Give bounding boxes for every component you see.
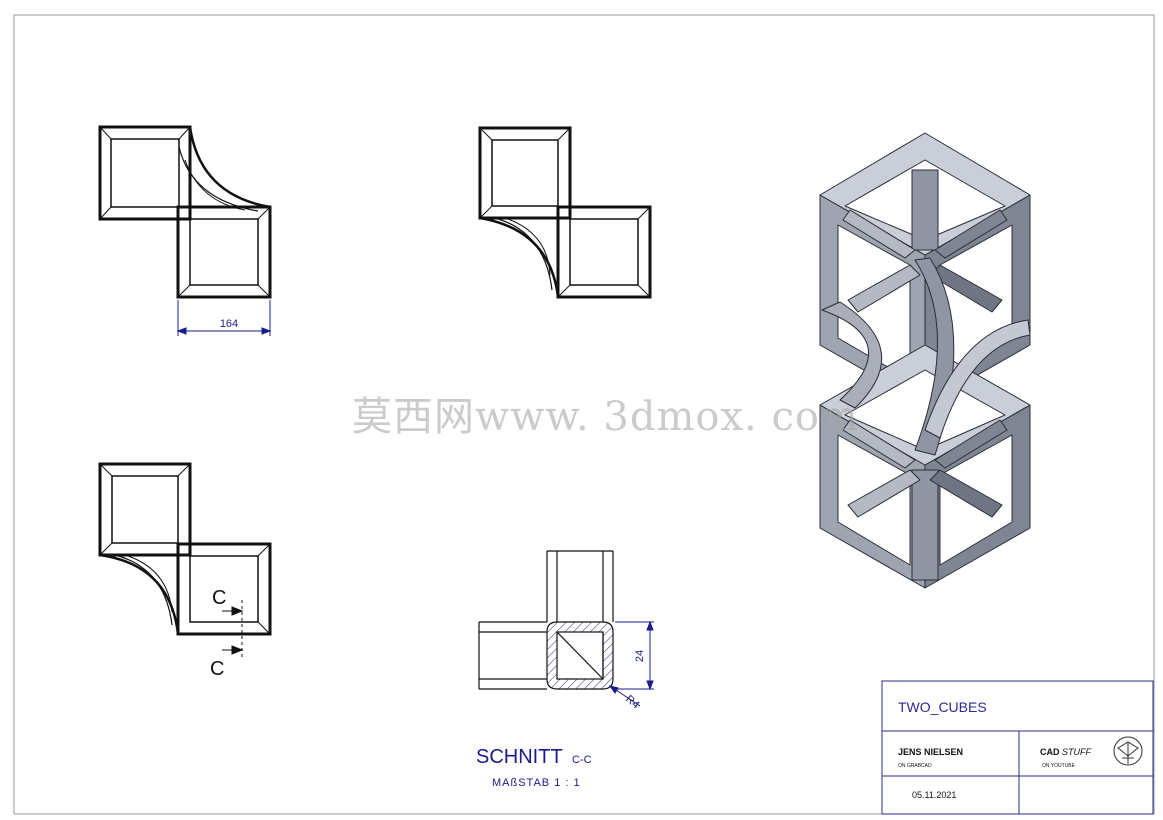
- view-top-middle: [478, 126, 652, 299]
- part-name: TWO_CUBES: [898, 699, 987, 715]
- lower-square-frame: [176, 205, 272, 299]
- author-sub: ON GRABCAD: [898, 763, 932, 769]
- watermark-text: 莫西网www. 3dmox. com: [352, 394, 859, 440]
- curved-connector-left: [821, 301, 883, 409]
- isometric-view: [819, 132, 1031, 589]
- section-title: SCHNITT: [476, 746, 563, 768]
- curved-connector: [479, 216, 560, 298]
- dimension-width-label: 164: [220, 318, 238, 330]
- section-marker-bottom: C: [210, 658, 224, 680]
- title-block: [881, 680, 1154, 815]
- lower-square-frame: [556, 205, 652, 299]
- sheet-border: [13, 14, 1155, 815]
- vertical-bar: [546, 550, 614, 622]
- dimension-164: [176, 300, 272, 336]
- dimension-24: [608, 620, 654, 707]
- upper-square-frame: [98, 125, 192, 221]
- hatched-cross-section: [546, 621, 614, 690]
- section-radius-label: R4: [623, 693, 641, 711]
- brand-main: CAD: [1040, 747, 1060, 757]
- section-line-c: [222, 600, 244, 660]
- drawing-date: 05.11.2021: [912, 790, 956, 800]
- section-dimension-label: 24: [634, 650, 646, 662]
- section-scale: MAßSTAB 1 : 1: [492, 777, 581, 789]
- view-top-left: 164: [98, 125, 272, 336]
- brand-logo-icon: [1113, 736, 1143, 766]
- curved-connector-right: [924, 319, 1031, 439]
- upper-square-frame: [98, 462, 192, 557]
- horizontal-bar: [478, 621, 547, 690]
- view-bottom-left: C C: [98, 462, 272, 680]
- brand-accent: STUFF: [1062, 747, 1091, 757]
- section-view-c-c: 24 R4: [478, 550, 654, 711]
- curved-connector: [99, 553, 180, 635]
- lower-square-frame: [176, 542, 272, 636]
- upper-square-frame: [478, 126, 572, 220]
- section-id: C-C: [572, 754, 592, 766]
- curved-connector: [178, 126, 271, 212]
- author-name: JENS NIELSEN: [898, 747, 963, 757]
- brand-sub: ON YOUTUBE: [1042, 763, 1076, 769]
- section-marker-top: C: [212, 587, 226, 609]
